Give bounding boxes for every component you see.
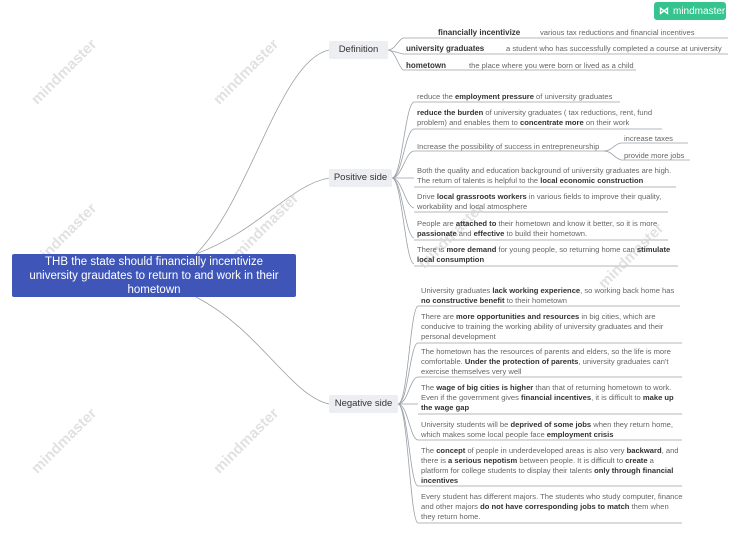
- negative-point[interactable]: The wage of big cities is higher than th…: [421, 383, 674, 412]
- positive-point[interactable]: reduce the employment pressure of univer…: [417, 92, 613, 101]
- negative-point[interactable]: University graduates lack working experi…: [421, 286, 675, 305]
- logo-icon: ⋈: [659, 5, 669, 17]
- negative-point[interactable]: University students will be deprived of …: [421, 420, 673, 439]
- mindmaster-logo: ⋈ mindmaster: [654, 2, 726, 20]
- logo-text: mindmaster: [673, 5, 726, 17]
- positive-point[interactable]: Increase the possibility of success in e…: [417, 142, 600, 151]
- root-topic[interactable]: THB the state should financially incenti…: [12, 254, 296, 297]
- positive-point[interactable]: There is more demand for young people, s…: [417, 245, 671, 264]
- positive-point[interactable]: Drive local grassroots workers in variou…: [417, 192, 662, 211]
- definition-term[interactable]: financially incentivize: [438, 28, 521, 37]
- definition-term[interactable]: university graduates: [406, 44, 485, 53]
- definition-text[interactable]: a student who has successfully completed…: [506, 44, 722, 53]
- branch-negative-side[interactable]: Negative side: [329, 395, 398, 413]
- negative-point[interactable]: There are more opportunities and resourc…: [421, 312, 664, 341]
- positive-point[interactable]: reduce the burden of university graduate…: [417, 108, 653, 127]
- branch-positive-side[interactable]: Positive side: [329, 169, 392, 187]
- positive-point[interactable]: People are attached to their hometown an…: [417, 219, 658, 238]
- definition-term[interactable]: hometown: [406, 61, 446, 70]
- definition-text[interactable]: the place where you were born or lived a…: [469, 61, 634, 70]
- branch-definition[interactable]: Definition: [329, 41, 388, 59]
- entrepreneurship-sub-point[interactable]: provide more jobs: [624, 151, 685, 160]
- positive-point[interactable]: Both the quality and education backgroun…: [417, 166, 672, 185]
- negative-point[interactable]: Every student has different majors. The …: [421, 492, 683, 521]
- entrepreneurship-sub-point[interactable]: increase taxes: [624, 134, 673, 143]
- definition-text[interactable]: various tax reductions and financial inc…: [540, 28, 695, 37]
- negative-point[interactable]: The concept of people in underdeveloped …: [421, 446, 679, 485]
- negative-point[interactable]: The hometown has the resources of parent…: [421, 347, 671, 376]
